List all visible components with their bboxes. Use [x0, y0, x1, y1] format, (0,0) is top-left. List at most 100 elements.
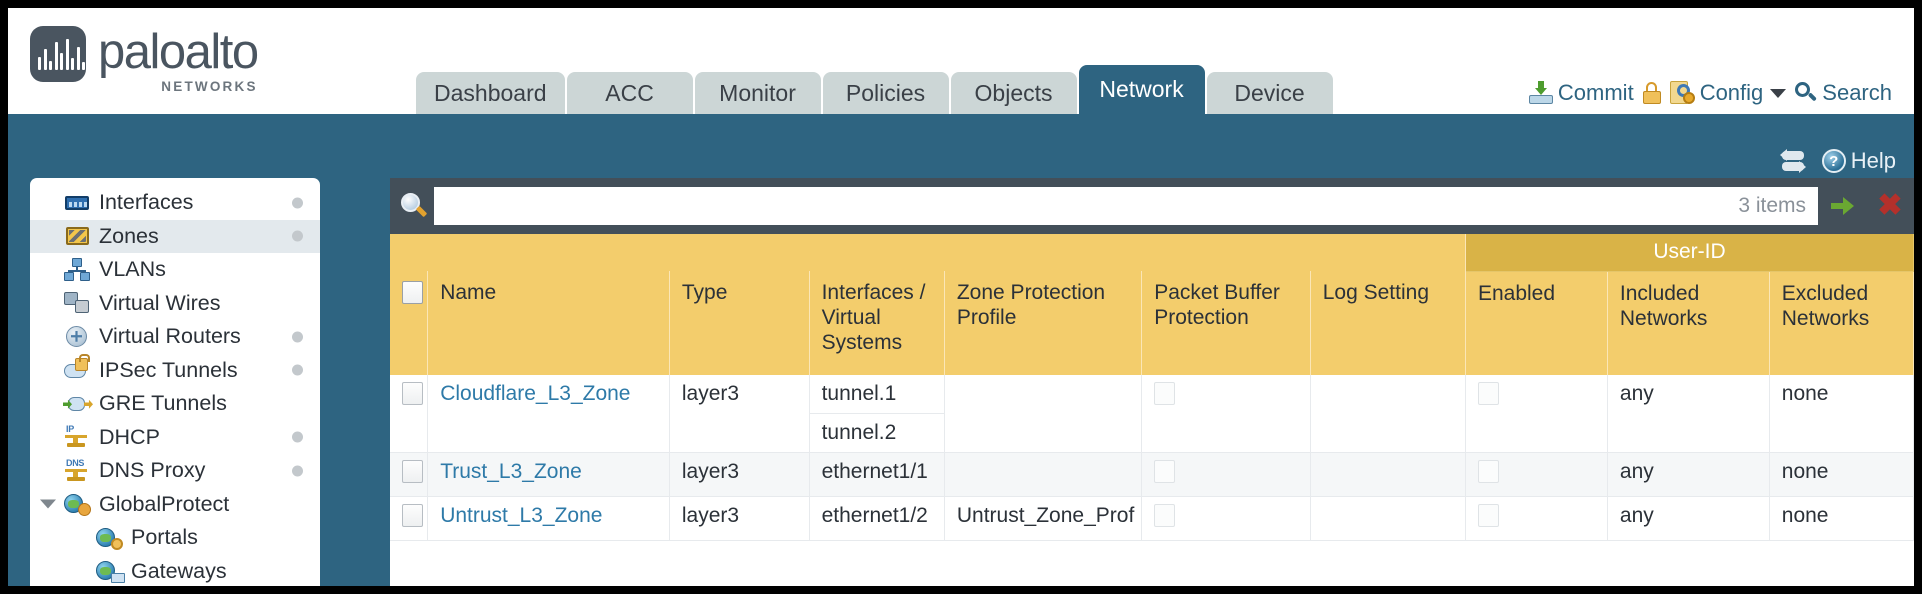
- column-header-type[interactable]: Type: [669, 271, 810, 376]
- sidebar-item-label: DHCP: [99, 424, 160, 449]
- status-dot: [292, 197, 303, 209]
- status-dot: [292, 431, 303, 443]
- content-panel: 3 items ✖: [390, 178, 1914, 586]
- cell-name: Untrust_L3_Zone: [427, 496, 670, 542]
- packet-buffer-protection-checkbox[interactable]: [1154, 460, 1176, 484]
- sidebar-item-dhcp[interactable]: IP DHCP: [30, 421, 320, 455]
- table-row[interactable]: Untrust_L3_Zone layer3 ethernet1/2 Untru…: [390, 496, 1914, 542]
- status-dot: [292, 465, 303, 477]
- cell-type: layer3: [669, 375, 810, 454]
- table-row[interactable]: Cloudflare_L3_Zone layer3 tunnel.1 tunne…: [390, 375, 1914, 454]
- body-area: Interfaces Zones VLANs Virtual Wire: [8, 178, 1914, 586]
- zone-name-link[interactable]: Cloudflare_L3_Zone: [440, 382, 631, 406]
- tab-acc[interactable]: ACC: [566, 72, 693, 114]
- userid-enabled-checkbox[interactable]: [1477, 504, 1499, 528]
- help-icon: ?: [1821, 149, 1846, 173]
- zone-name-link[interactable]: Trust_L3_Zone: [440, 460, 582, 484]
- sidebar-item-interfaces[interactable]: Interfaces: [30, 186, 320, 220]
- config-wrench-icon: [1669, 81, 1695, 105]
- cell-included-networks: any: [1607, 375, 1770, 454]
- column-header-included-networks[interactable]: Included Networks: [1607, 271, 1770, 376]
- cell-userid-enabled: [1465, 375, 1608, 454]
- userid-enabled-checkbox[interactable]: [1477, 460, 1499, 484]
- sidebar-item-gre-tunnels[interactable]: GRE Tunnels: [30, 387, 320, 421]
- column-header-zone-protection-profile[interactable]: Zone Protection Profile: [944, 271, 1143, 376]
- row-checkbox[interactable]: [402, 382, 423, 406]
- userid-enabled-checkbox[interactable]: [1477, 382, 1499, 406]
- interface-entry: tunnel.2: [809, 413, 944, 452]
- expander-collapse-icon[interactable]: [40, 499, 56, 509]
- table-row[interactable]: Trust_L3_Zone layer3 ethernet1/1 any: [390, 452, 1914, 498]
- brand-name: paloalto: [98, 25, 259, 79]
- sidebar-item-label: Virtual Wires: [99, 290, 221, 315]
- sidebar-item-globalprotect[interactable]: GlobalProtect: [30, 488, 320, 522]
- global-search-button[interactable]: Search: [1795, 80, 1892, 106]
- packet-buffer-protection-checkbox[interactable]: [1154, 504, 1176, 528]
- tab-dashboard[interactable]: Dashboard: [416, 72, 565, 114]
- column-group-user-id: User-ID: [1465, 234, 1914, 272]
- sidebar-item-label: VLANs: [99, 257, 166, 281]
- row-checkbox[interactable]: [402, 460, 423, 484]
- commit-button[interactable]: Commit: [1528, 80, 1634, 106]
- sidebar-item-dns-proxy[interactable]: DNS DNS Proxy: [30, 454, 320, 488]
- column-header-packet-buffer-protection[interactable]: Packet Buffer Protection: [1141, 271, 1311, 376]
- sidebar-item-ipsec-tunnels[interactable]: IPSec Tunnels: [30, 354, 320, 388]
- dhcp-icon: IP: [64, 425, 91, 449]
- search-input[interactable]: 3 items: [434, 187, 1818, 225]
- gateways-icon: [96, 559, 125, 584]
- sidebar-item-virtual-wires[interactable]: Virtual Wires: [30, 287, 320, 321]
- commit-icon: [1528, 81, 1553, 105]
- column-header-interfaces[interactable]: Interfaces / Virtual Systems: [809, 271, 945, 376]
- tab-policies[interactable]: Policies: [822, 72, 949, 114]
- sidebar-item-label: Zones: [99, 223, 159, 248]
- table-body: Cloudflare_L3_Zone layer3 tunnel.1 tunne…: [390, 375, 1914, 542]
- column-header-name[interactable]: Name: [427, 271, 670, 376]
- tab-monitor[interactable]: Monitor: [694, 72, 821, 114]
- cell-type: layer3: [669, 452, 810, 498]
- packet-buffer-protection-checkbox[interactable]: [1154, 382, 1176, 406]
- sidebar-item-label: Interfaces: [99, 190, 194, 214]
- refresh-icon[interactable]: [1779, 149, 1806, 173]
- cell-interfaces: tunnel.1 tunnel.2: [809, 375, 945, 454]
- sidebar-item-label: GlobalProtect: [99, 491, 230, 516]
- cell-name: Cloudflare_L3_Zone: [427, 375, 670, 454]
- config-menu-button[interactable]: Config: [1669, 80, 1787, 106]
- column-header-enabled[interactable]: Enabled: [1465, 271, 1608, 376]
- zone-name-link[interactable]: Untrust_L3_Zone: [440, 504, 603, 528]
- vlans-icon: [64, 257, 91, 282]
- column-header-log-setting[interactable]: Log Setting: [1310, 271, 1466, 376]
- brand-logo: paloalto NETWORKS: [30, 25, 259, 94]
- cell-zone-protection-profile: Untrust_Zone_Prof: [944, 496, 1143, 542]
- row-checkbox[interactable]: [402, 504, 423, 528]
- config-lock-button[interactable]: [1642, 82, 1661, 104]
- apply-filter-button[interactable]: [1822, 186, 1862, 226]
- clear-filter-button[interactable]: ✖: [1870, 186, 1910, 226]
- tab-device[interactable]: Device: [1206, 72, 1333, 114]
- column-header-excluded-networks[interactable]: Excluded Networks: [1769, 271, 1914, 376]
- sidebar-nav: Interfaces Zones VLANs Virtual Wire: [30, 178, 320, 586]
- search-filter-icon[interactable]: [400, 192, 428, 220]
- sidebar-item-label: IPSec Tunnels: [99, 357, 238, 382]
- sidebar-item-label: Virtual Routers: [99, 324, 241, 348]
- cell-log-setting: [1310, 375, 1466, 454]
- table-head: User-ID Name Type Interfaces / Virtual S…: [390, 234, 1914, 376]
- sidebar-item-label: Portals: [131, 525, 198, 549]
- sidebar-item-gateways[interactable]: Gateways: [30, 555, 320, 587]
- select-all-checkbox[interactable]: [402, 281, 423, 305]
- sidebar-item-virtual-routers[interactable]: Virtual Routers: [30, 320, 320, 354]
- status-dot: [292, 230, 303, 242]
- item-count: 3 items: [1738, 194, 1806, 217]
- cell-log-setting: [1310, 496, 1466, 542]
- sidebar-item-label: DNS Proxy: [99, 458, 206, 482]
- cell-included-networks: any: [1607, 452, 1770, 498]
- tab-objects[interactable]: Objects: [950, 72, 1077, 114]
- sidebar-item-vlans[interactable]: VLANs: [30, 253, 320, 287]
- paloalto-logo-icon: [30, 26, 86, 82]
- sidebar-item-portals[interactable]: Portals: [30, 521, 320, 555]
- sidebar-item-zones[interactable]: Zones: [30, 219, 320, 253]
- help-button[interactable]: ? Help: [1821, 148, 1896, 174]
- tab-network[interactable]: Network: [1078, 65, 1205, 114]
- zones-table: User-ID Name Type Interfaces / Virtual S…: [390, 234, 1914, 542]
- cell-packet-buffer-protection: [1141, 375, 1311, 454]
- gre-tunnels-icon: [63, 392, 93, 416]
